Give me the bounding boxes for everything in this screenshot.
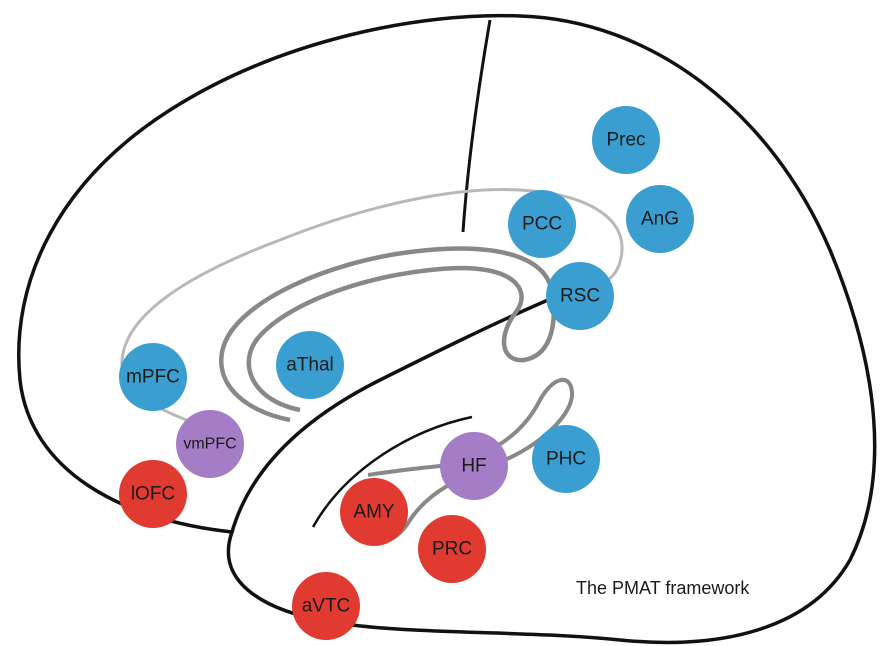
corpus-callosum bbox=[219, 246, 556, 423]
region-lofc: lOFC bbox=[119, 460, 187, 528]
region-pcc: PCC bbox=[508, 190, 576, 258]
prc-label: PRC bbox=[432, 539, 472, 560]
avtc-node bbox=[292, 572, 360, 640]
central-sulcus-line bbox=[461, 19, 492, 233]
pcc-node bbox=[508, 190, 576, 258]
region-amy: AMY bbox=[340, 478, 408, 546]
region-rsc: RSC bbox=[546, 262, 614, 330]
amy-label: AMY bbox=[353, 502, 395, 523]
region-hf: HF bbox=[440, 432, 508, 500]
lofc-label: lOFC bbox=[131, 484, 175, 505]
phc-node bbox=[532, 425, 600, 493]
region-prc: PRC bbox=[418, 515, 486, 583]
hf-node bbox=[440, 432, 508, 500]
region-vmpfc: vmPFC bbox=[176, 410, 244, 478]
region-athal: aThal bbox=[276, 331, 344, 399]
temporal-sulcus-line bbox=[311, 415, 473, 528]
region-phc: PHC bbox=[532, 425, 600, 493]
rsc-label: RSC bbox=[560, 286, 600, 307]
avtc-label: aVTC bbox=[302, 596, 351, 617]
pcc-label: PCC bbox=[522, 214, 562, 235]
prc-node bbox=[418, 515, 486, 583]
region-avtc: aVTC bbox=[292, 572, 360, 640]
mpfc-node bbox=[119, 343, 187, 411]
brain-outline bbox=[17, 13, 877, 645]
phc-label: PHC bbox=[546, 449, 586, 470]
ang-node bbox=[626, 185, 694, 253]
mpfc-label: mPFC bbox=[126, 367, 180, 388]
vmpfc-label: vmPFC bbox=[183, 436, 236, 453]
diagram-caption: The PMAT framework bbox=[576, 578, 750, 598]
athal-node bbox=[276, 331, 344, 399]
temporal-lobe-boundary bbox=[230, 298, 549, 533]
athal-label: aThal bbox=[286, 355, 334, 376]
ang-label: AnG bbox=[641, 209, 679, 230]
prec-node bbox=[592, 106, 660, 174]
rsc-node bbox=[546, 262, 614, 330]
hf-label: HF bbox=[461, 456, 486, 477]
region-ang: AnG bbox=[626, 185, 694, 253]
vmpfc-node bbox=[176, 410, 244, 478]
region-prec: Prec bbox=[592, 106, 660, 174]
region-mpfc: mPFC bbox=[119, 343, 187, 411]
amy-node bbox=[340, 478, 408, 546]
lofc-node bbox=[119, 460, 187, 528]
prec-label: Prec bbox=[606, 130, 645, 151]
